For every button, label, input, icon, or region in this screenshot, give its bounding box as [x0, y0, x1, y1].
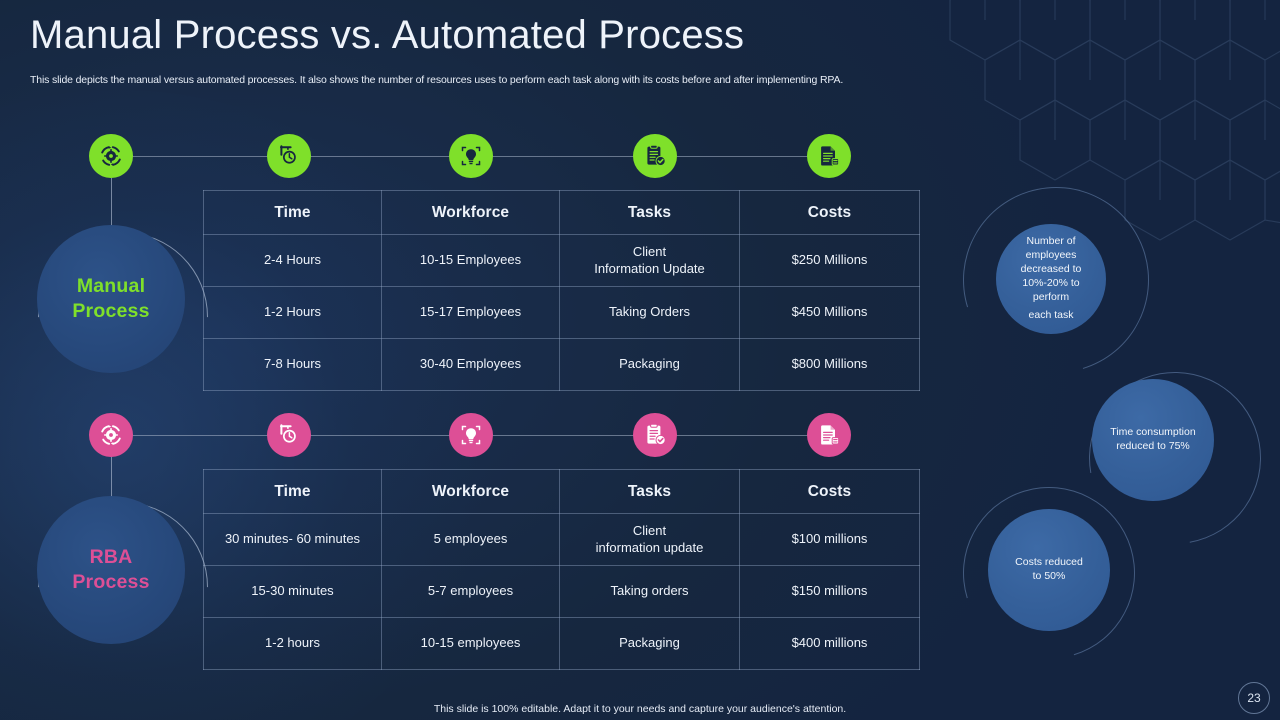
cell-time: 15-30 minutes: [203, 565, 382, 618]
rba-process-circle[interactable]: RBA Process: [37, 496, 185, 644]
cell-tasks-line2: Information Update: [594, 260, 705, 276]
cell-workforce: 30-40 Employees: [381, 338, 560, 391]
rba-connector-stem: [111, 457, 112, 517]
cell-time: 1-2 hours: [203, 617, 382, 670]
cell-time: 1-2 Hours: [203, 286, 382, 339]
cell-costs: $400 millions: [739, 617, 920, 670]
clipboard-check-icon[interactable]: [633, 413, 677, 457]
page-title: Manual Process vs. Automated Process: [30, 13, 745, 57]
documents-icon[interactable]: [807, 413, 851, 457]
manual-icon-row: [89, 134, 864, 180]
cell-costs: $450 Millions: [739, 286, 920, 339]
col-header-tasks: Tasks: [559, 190, 740, 235]
cell-costs: $800 Millions: [739, 338, 920, 391]
table-header-row: Time Workforce Tasks Costs: [203, 190, 920, 235]
cell-tasks: Packaging: [559, 617, 740, 670]
table-row: 2-4 Hours 10-15 Employees Client Informa…: [203, 234, 920, 287]
col-header-time: Time: [203, 190, 382, 235]
employees-callout-line4: 10%-20% to: [1022, 277, 1080, 289]
footer-note: This slide is 100% editable. Adapt it to…: [433, 703, 847, 715]
rba-process-table: Time Workforce Tasks Costs 30 minutes- 6…: [203, 469, 920, 670]
rba-icon-row: [89, 413, 864, 459]
cell-costs: $250 Millions: [739, 234, 920, 287]
clipboard-check-icon[interactable]: [633, 134, 677, 178]
table-row: 30 minutes- 60 minutes 5 employees Clien…: [203, 513, 920, 566]
cell-costs: $150 millions: [739, 565, 920, 618]
costs-callout-line2: to 50%: [1032, 570, 1066, 582]
col-header-costs: Costs: [739, 190, 920, 235]
cell-tasks: Client information update: [559, 513, 740, 566]
table-row: 7-8 Hours 30-40 Employees Packaging $800…: [203, 338, 920, 391]
lightbulb-idea-icon[interactable]: [449, 134, 493, 178]
cell-workforce: 5 employees: [381, 513, 560, 566]
manual-process-table: Time Workforce Tasks Costs 2-4 Hours 10-…: [203, 190, 920, 391]
col-header-time: Time: [203, 469, 382, 514]
page-number: 23: [1238, 682, 1270, 714]
cell-workforce: 10-15 Employees: [381, 234, 560, 287]
cell-tasks: Client Information Update: [559, 234, 740, 287]
manual-process-label-2: Process: [72, 300, 150, 322]
documents-icon[interactable]: [807, 134, 851, 178]
employees-callout-line1: Number of: [1026, 235, 1076, 248]
cell-workforce: 10-15 employees: [381, 617, 560, 670]
time-callout-line2: reduced to 75%: [1116, 440, 1190, 452]
cell-costs: $100 millions: [739, 513, 920, 566]
table-row: 1-2 Hours 15-17 Employees Taking Orders …: [203, 286, 920, 339]
time-callout[interactable]: Time consumption reduced to 75%: [1092, 379, 1214, 501]
manual-process-label-1: Manual: [76, 275, 146, 298]
stopwatch-icon[interactable]: [267, 413, 311, 457]
page-subtitle: This slide depicts the manual versus aut…: [30, 74, 844, 86]
rba-process-label-1: RBA: [89, 546, 133, 569]
cell-tasks-line1: Client: [632, 243, 667, 259]
table-row: 15-30 minutes 5-7 employees Taking order…: [203, 565, 920, 618]
gear-process-icon[interactable]: [89, 134, 133, 178]
cell-workforce: 15-17 Employees: [381, 286, 560, 339]
manual-process-circle[interactable]: Manual Process: [37, 225, 185, 373]
col-header-tasks: Tasks: [559, 469, 740, 514]
costs-callout[interactable]: Costs reduced to 50%: [988, 509, 1110, 631]
employees-callout-line2: employees: [1025, 249, 1077, 262]
cell-tasks: Taking orders: [559, 565, 740, 618]
gear-process-icon[interactable]: [89, 413, 133, 457]
employees-callout-line6: each task: [1028, 308, 1074, 321]
stopwatch-icon[interactable]: [267, 134, 311, 178]
col-header-costs: Costs: [739, 469, 920, 514]
cell-time: 2-4 Hours: [203, 234, 382, 287]
employees-callout-line3: decreased to: [1020, 263, 1082, 276]
cell-tasks: Packaging: [559, 338, 740, 391]
cell-tasks-line1: Client: [632, 522, 667, 538]
cell-tasks: Taking Orders: [559, 286, 740, 339]
cell-tasks-line2: information update: [595, 539, 704, 555]
table-header-row: Time Workforce Tasks Costs: [203, 469, 920, 514]
table-row: 1-2 hours 10-15 employees Packaging $400…: [203, 617, 920, 670]
col-header-workforce: Workforce: [381, 190, 560, 235]
employees-callout[interactable]: Number of employees decreased to 10%-20%…: [996, 224, 1106, 334]
cell-workforce: 5-7 employees: [381, 565, 560, 618]
col-header-workforce: Workforce: [381, 469, 560, 514]
rba-process-label-2: Process: [72, 571, 150, 593]
cell-time: 30 minutes- 60 minutes: [203, 513, 382, 566]
lightbulb-idea-icon[interactable]: [449, 413, 493, 457]
costs-callout-line1: Costs reduced: [1015, 556, 1083, 569]
cell-time: 7-8 Hours: [203, 338, 382, 391]
employees-callout-line5: perform: [1032, 290, 1070, 303]
time-callout-line1: Time consumption: [1110, 426, 1196, 439]
manual-connector-stem: [111, 178, 112, 240]
